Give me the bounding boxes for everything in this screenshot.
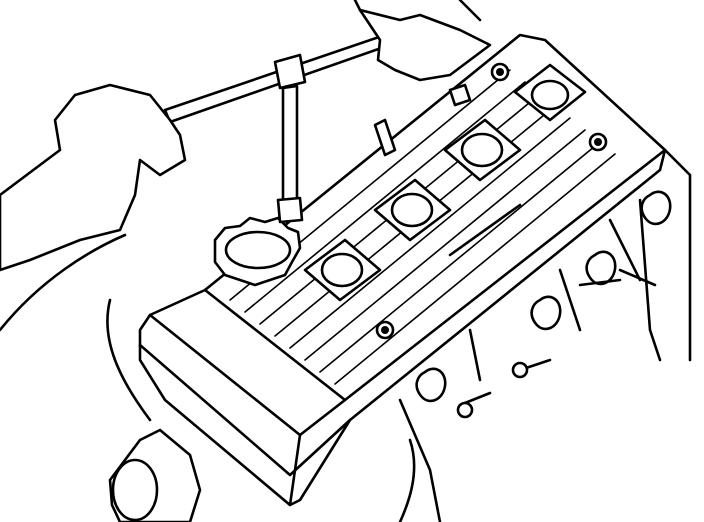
oil-filler-cap	[213, 216, 302, 287]
t-handle-wrench	[163, 33, 392, 224]
pcv-valve	[373, 118, 397, 157]
cover-label-plate	[448, 203, 522, 257]
spark-plug-wells	[303, 63, 587, 302]
breather-fitting	[448, 83, 472, 107]
cover-bolts	[375, 62, 608, 340]
intake-bolts	[415, 190, 672, 419]
valve-cover	[138, 33, 667, 507]
hands	[0, 0, 492, 522]
engine-block	[398, 148, 692, 522]
